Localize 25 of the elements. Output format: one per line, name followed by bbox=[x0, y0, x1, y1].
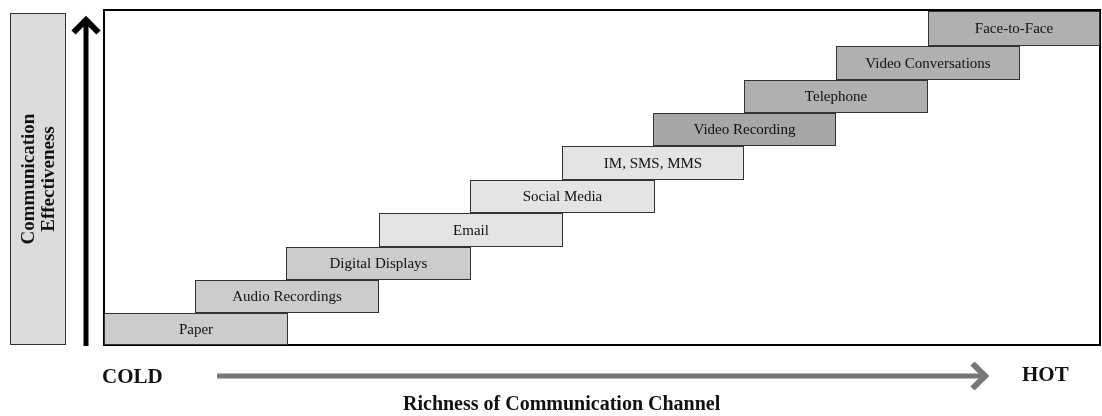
step-label: Video Conversations bbox=[865, 55, 991, 71]
step-label: Audio Recordings bbox=[232, 289, 342, 304]
step-box bbox=[836, 46, 1020, 80]
step-box bbox=[286, 247, 471, 280]
step-box bbox=[928, 11, 1100, 46]
step-box bbox=[195, 280, 379, 313]
axis-title: Richness of Communication Channel bbox=[403, 392, 721, 415]
step-label: Face-to-Face bbox=[974, 21, 1054, 36]
step-label: Paper bbox=[178, 321, 214, 337]
axis-title: Communication Effectiveness bbox=[18, 113, 58, 245]
step-label: Digital Displays bbox=[329, 256, 428, 271]
step-box bbox=[562, 146, 744, 180]
axis-end-label: COLD bbox=[102, 364, 163, 389]
step-label: IM, SMS, MMS bbox=[603, 155, 703, 171]
step-label: Telephone bbox=[804, 89, 868, 104]
axis-title-box bbox=[10, 13, 66, 345]
step-box bbox=[379, 213, 563, 247]
step-box bbox=[470, 180, 655, 213]
step-label: Video Recording bbox=[693, 122, 796, 137]
step-box bbox=[104, 313, 288, 345]
axis-end-label: HOT bbox=[1022, 362, 1069, 387]
step-label: Social Media bbox=[522, 189, 603, 204]
step-box bbox=[744, 80, 928, 113]
step-label: Email bbox=[453, 222, 489, 238]
step-box bbox=[653, 113, 836, 146]
